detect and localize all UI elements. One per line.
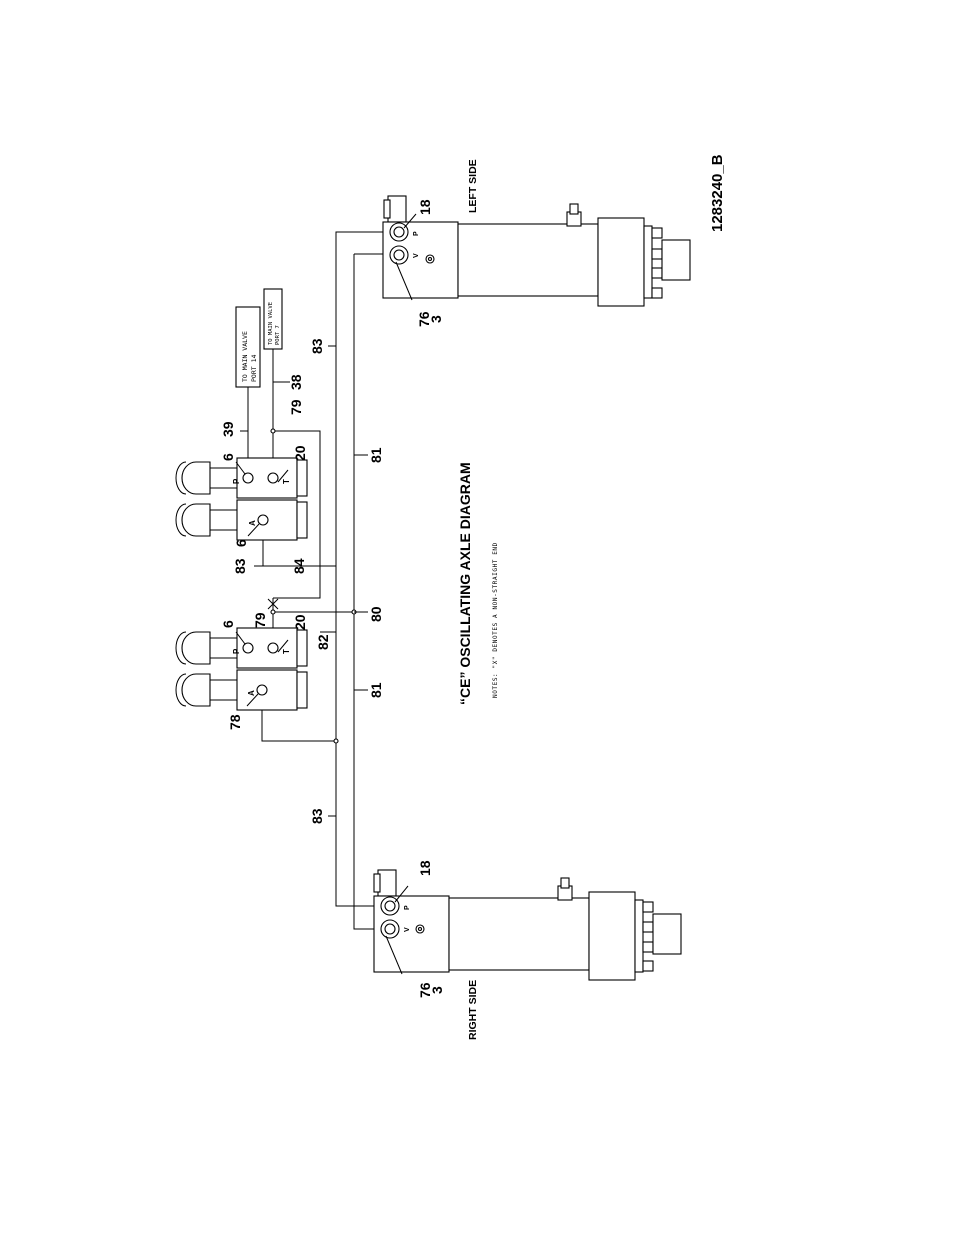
callout-80: 80 [368, 606, 384, 622]
port-box-14-line1: TO MAIN VALVE [241, 331, 249, 382]
port-box-7-line2: PORT 7 [275, 325, 281, 345]
callout-76-left: 76 [416, 311, 432, 327]
right-side-label: RIGHT SIDE [467, 980, 479, 1040]
callout-79a: 79 [288, 399, 304, 415]
callout-79b: 79 [252, 612, 268, 628]
port-box-14-line2: PORT 14 [250, 355, 258, 382]
valve-section-3: P T [175, 627, 308, 669]
diagram-note: NOTES: "X" DENOTES A NON-STRAIGHT END [492, 542, 499, 698]
cylinder-leaders [235, 213, 417, 975]
callout-83-bot: 83 [309, 808, 325, 824]
valve-section-2: A [175, 499, 308, 541]
callout-3-left: 3 [428, 315, 444, 323]
callout-81-top: 81 [368, 447, 384, 463]
callout-6-a: 6 [220, 453, 236, 461]
callout-83-top: 83 [309, 338, 325, 354]
callout-38: 38 [288, 374, 304, 390]
right-cyl-v: V [404, 927, 411, 932]
callout-82: 82 [315, 634, 331, 650]
callout-84: 84 [291, 558, 307, 574]
callout-83-mid: 83 [232, 558, 248, 574]
port-box-7: TO MAIN VALVE PORT 7 [263, 288, 283, 350]
right-cylinder: P V [373, 869, 682, 981]
port-box-7-line1: TO MAIN VALVE [268, 302, 274, 345]
callout-81-bot: 81 [368, 682, 384, 698]
callout-6-c: 6 [220, 620, 236, 628]
valve-3-p: P [232, 648, 241, 654]
left-side-label: LEFT SIDE [467, 159, 479, 213]
valve-2-a: A [248, 520, 257, 526]
hydraulic-lines [240, 231, 389, 930]
left-cylinder: P V [382, 195, 691, 307]
callout-6-b: 6 [233, 539, 249, 547]
callout-39: 39 [220, 421, 236, 437]
port-box-14: TO MAIN VALVE PORT 14 [235, 306, 261, 388]
callout-numbers: 39 38 79 83 6 20 6 83 84 81 6 79 20 82 8… [220, 199, 445, 998]
valve-1-p: P [232, 478, 241, 484]
valve-section-1: P T [175, 457, 308, 499]
valve-section-4: A [175, 669, 308, 711]
diagram-title: “CE” OSCILLATING AXLE DIAGRAM [457, 462, 473, 705]
callout-3-right: 3 [429, 986, 445, 994]
callout-20-b: 20 [292, 614, 308, 630]
callout-78: 78 [227, 714, 243, 730]
valve-3-t: T [282, 649, 291, 654]
callout-18-left: 18 [417, 199, 433, 215]
left-cyl-v: V [413, 253, 420, 258]
drawing-number: 1283240_B [709, 154, 726, 232]
callout-76-right: 76 [417, 982, 433, 998]
valve-4-a: A [247, 690, 256, 696]
left-cyl-p: P [413, 231, 420, 236]
callout-18-right: 18 [417, 860, 433, 876]
valve-1-t: T [282, 479, 291, 484]
callout-20-a: 20 [292, 445, 308, 461]
right-cyl-p: P [404, 905, 411, 910]
